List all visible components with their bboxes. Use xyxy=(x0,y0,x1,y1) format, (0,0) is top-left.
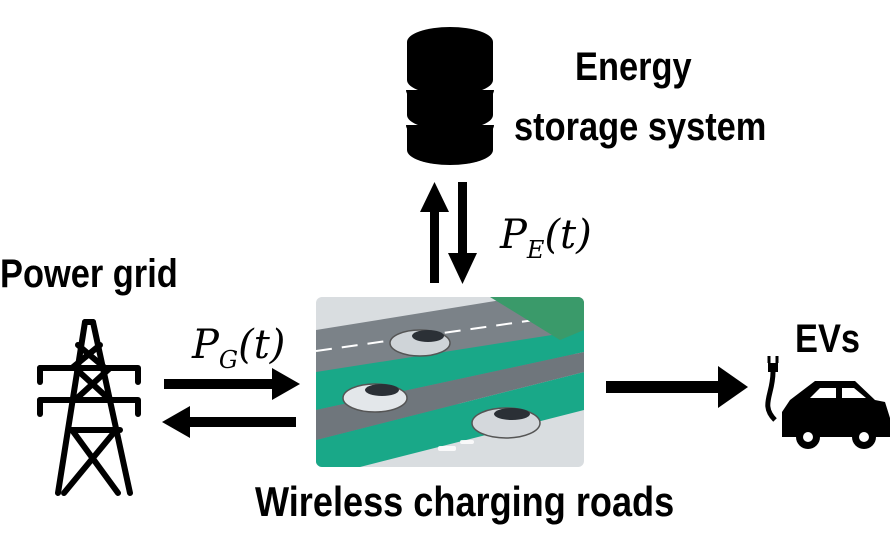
grid-power-formula: PG(t) xyxy=(192,322,286,374)
storage-power-formula: PE(t) xyxy=(500,212,592,264)
storage-power-symbol: P xyxy=(500,212,527,258)
grid-power-argument: (t) xyxy=(238,322,286,368)
energy-storage-label-line2: storage system xyxy=(514,105,767,149)
grid-power-symbol: P xyxy=(192,322,219,368)
storage-power-subscript: E xyxy=(526,236,545,264)
arrow-down-icon xyxy=(448,182,477,284)
storage-power-argument: (t) xyxy=(544,212,592,258)
road-car-1 xyxy=(389,329,451,357)
arrow-left-icon xyxy=(162,406,296,438)
road-car-2 xyxy=(342,383,408,413)
arrow-up-icon xyxy=(420,182,449,283)
arrow-right-icon xyxy=(164,368,300,400)
power-grid-label: Power grid xyxy=(0,252,178,296)
evs-label: EVs xyxy=(795,317,861,361)
wireless-charging-roads-label: Wireless charging roads xyxy=(255,478,675,525)
grid-power-subscript: G xyxy=(218,346,239,374)
energy-storage-label-line1: Energy xyxy=(575,45,692,89)
road-car-3 xyxy=(471,407,541,439)
